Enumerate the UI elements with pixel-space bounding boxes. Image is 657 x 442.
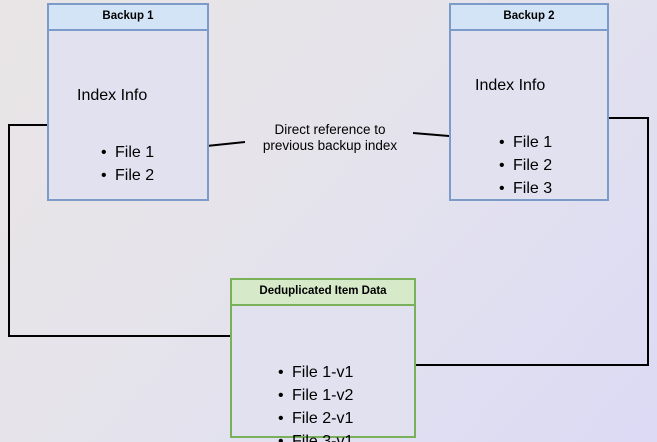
list-item: File 1 [499, 131, 552, 154]
list-item: File 1-v2 [278, 384, 353, 407]
node-backup-1[interactable]: Backup 1 Index Info File 1 File 2 [47, 3, 209, 201]
list-item: File 3-v1 [278, 430, 353, 442]
edge-label-direct-reference: Direct reference to previous backup inde… [262, 122, 398, 153]
backup-1-file-list: File 1 File 2 [97, 141, 154, 187]
node-dedup-body: File 1-v1 File 1-v2 File 2-v1 File 3-v1 [232, 306, 414, 442]
list-item: File 1 [101, 141, 154, 164]
backup-1-index-info-label: Index Info [77, 86, 148, 104]
backup-2-index-info-label: Index Info [475, 76, 546, 94]
node-deduplicated-item-data[interactable]: Deduplicated Item Data File 1-v1 File 1-… [230, 278, 416, 442]
list-item: File 2-v1 [278, 407, 353, 430]
node-backup-2-body: Index Info File 1 File 2 File 3 [451, 31, 607, 201]
list-item: File 1-v1 [278, 361, 353, 384]
node-backup-2[interactable]: Backup 2 Index Info File 1 File 2 File 3 [449, 3, 609, 201]
node-backup-1-body: Index Info File 1 File 2 [49, 31, 207, 201]
list-item: File 3 [499, 177, 552, 200]
list-item: File 2 [101, 164, 154, 187]
node-backup-2-header: Backup 2 [451, 5, 607, 31]
dedup-file-list: File 1-v1 File 1-v2 File 2-v1 File 3-v1 [274, 361, 353, 442]
backup-2-file-list: File 1 File 2 File 3 [495, 131, 552, 200]
list-item: File 2 [499, 154, 552, 177]
node-dedup-header: Deduplicated Item Data [232, 280, 414, 306]
node-backup-1-header: Backup 1 [49, 5, 207, 31]
